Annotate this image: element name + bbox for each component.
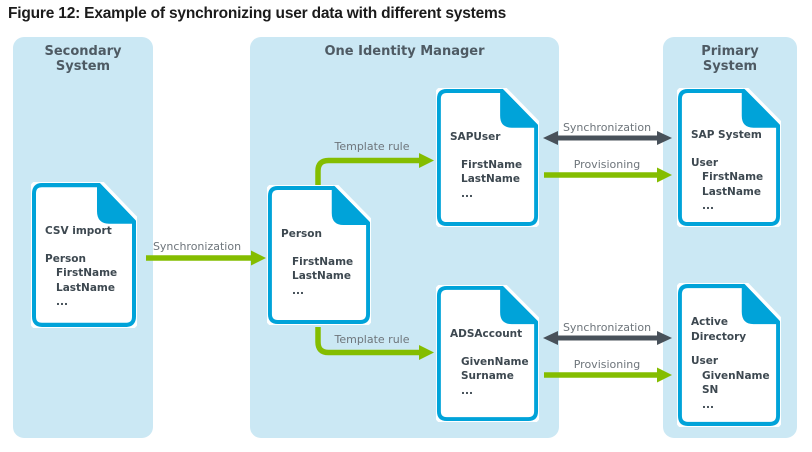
doc-line: ... — [461, 187, 473, 200]
folded-corner-icon — [97, 183, 136, 224]
doc-csv-import: CSV import Person FirstName LastName ... — [31, 182, 137, 328]
panel-primary-system-label: Primary System — [663, 44, 797, 74]
doc-title: CSV import — [45, 225, 112, 237]
document-page-icon — [436, 285, 539, 422]
doc-title: ADSAccount — [450, 328, 523, 340]
doc-line: LastName — [702, 185, 761, 198]
doc-line: FirstName — [702, 171, 764, 183]
doc-title: Person — [281, 228, 322, 240]
doc-line: Surname — [461, 370, 514, 382]
document-page-icon — [267, 185, 371, 325]
doc-line: Person — [45, 252, 86, 265]
doc-line: ... — [702, 398, 714, 411]
doc-title: Active Directory — [691, 316, 747, 343]
folded-corner-icon — [741, 284, 781, 325]
doc-line: FirstName — [56, 267, 118, 279]
document-page-icon — [31, 182, 137, 328]
label-synchronization-bottom-right: Synchronization — [562, 321, 652, 334]
doc-line: FirstName — [461, 158, 523, 171]
doc-line: LastName — [56, 281, 115, 294]
folded-corner-icon — [500, 285, 539, 325]
panel-label-line: System — [55, 59, 111, 74]
label-synchronization-top-right: Synchronization — [562, 121, 652, 134]
label-template-rule-top: Template rule — [334, 140, 410, 153]
label-synchronization-left: Synchronization — [152, 240, 242, 253]
doc-line: SN — [702, 384, 719, 396]
document-page-icon — [677, 283, 781, 427]
doc-line: LastName — [292, 270, 351, 282]
doc-person: Person FirstName LastName ... — [267, 185, 371, 325]
doc-title: SAP System — [691, 129, 762, 141]
doc-line: ... — [461, 384, 473, 397]
doc-active-directory: Active Directory User GivenName SN ... — [677, 283, 781, 427]
doc-line: User — [691, 355, 719, 367]
doc-line: GivenName — [461, 355, 529, 368]
doc-line: User — [691, 156, 719, 169]
folded-corner-icon — [331, 186, 371, 225]
document-page-icon — [436, 88, 539, 227]
doc-line: ... — [702, 200, 714, 212]
doc-line: ... — [56, 296, 68, 308]
doc-line: LastName — [461, 173, 520, 185]
label-provisioning-top-right: Provisioning — [573, 158, 641, 171]
doc-line: ... — [292, 284, 304, 297]
label-template-rule-bottom: Template rule — [334, 333, 410, 346]
panel-one-identity-manager-label: One Identity Manager — [324, 44, 485, 59]
panel-secondary-system-label: Secondary System — [13, 44, 153, 74]
doc-sap-system: SAP System User FirstName LastName ... — [677, 88, 781, 227]
doc-line: GivenName — [702, 369, 770, 382]
folded-corner-icon — [741, 88, 781, 128]
panel-label-line: Primary — [701, 44, 759, 59]
doc-adsaccount: ADSAccount GivenName Surname ... — [436, 285, 539, 422]
panel-label-line: Secondary — [44, 44, 122, 59]
doc-sapuser: SAPUser FirstName LastName ... — [436, 88, 539, 227]
figure-caption: Figure 12: Example of synchronizing user… — [8, 5, 507, 22]
panel-label-line: System — [702, 59, 758, 74]
doc-line: FirstName — [292, 255, 354, 268]
doc-title: SAPUser — [450, 131, 501, 143]
document-page-icon — [677, 88, 781, 227]
folded-corner-icon — [500, 88, 539, 128]
label-provisioning-bottom-right: Provisioning — [573, 358, 641, 371]
